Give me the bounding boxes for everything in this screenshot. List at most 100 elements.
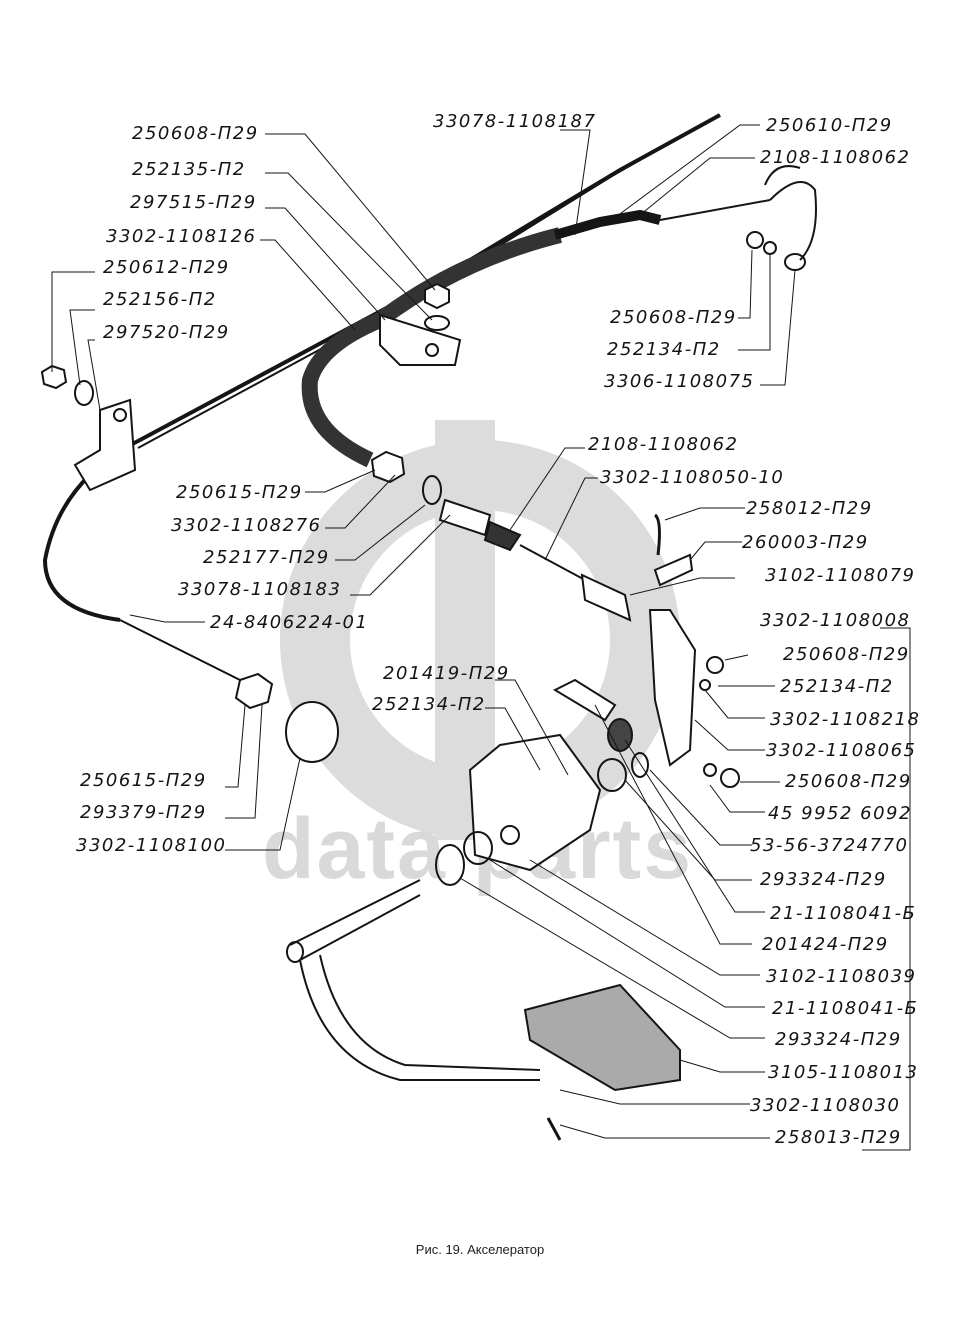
bushing-washer <box>631 752 649 778</box>
part-label: 258012-П29 <box>746 498 873 519</box>
cable-sheath-edge <box>137 119 711 449</box>
leader-l9 <box>604 124 760 226</box>
leader-l30 <box>709 784 765 813</box>
left-nut <box>40 364 68 390</box>
leader-l10 <box>639 157 755 216</box>
figure-caption: Рис. 19. Акселератор <box>415 1242 545 1257</box>
choke-rod <box>119 619 261 691</box>
part-label: 297520-П29 <box>103 322 230 343</box>
throttle-lever <box>764 165 817 261</box>
bracket-nut <box>424 282 450 310</box>
part-label: 293324-П29 <box>760 869 887 890</box>
group-bracket-right <box>862 627 911 1151</box>
clevis <box>580 573 632 622</box>
part-label: 250608-П29 <box>783 644 910 665</box>
choke-nut <box>234 672 274 710</box>
spring <box>607 718 633 752</box>
clevis-pin <box>653 553 694 587</box>
leader-l21 <box>664 507 745 521</box>
part-label: 21-1108041-Б <box>772 998 919 1019</box>
left-bushing-washer <box>435 844 465 886</box>
leader-l45 <box>225 757 301 851</box>
leader-l40 <box>559 1124 770 1139</box>
leader-l17 <box>325 474 396 529</box>
part-label: 252134-П2 <box>607 339 721 360</box>
leader-l41 <box>495 679 569 776</box>
leader-l31 <box>649 769 752 846</box>
leader-l25 <box>724 654 749 661</box>
lever-bushing <box>784 253 806 271</box>
pedal-bracket <box>468 733 602 872</box>
upper-wire <box>659 199 771 221</box>
mid-rod <box>519 544 586 581</box>
leader-l38 <box>679 1059 765 1073</box>
leader-l27 <box>704 689 765 719</box>
leader-l35 <box>529 859 760 976</box>
part-label: 250615-П29 <box>80 770 207 791</box>
plate-nut <box>706 656 724 674</box>
part-label: 201419-П29 <box>383 663 510 684</box>
hose-upper <box>301 227 562 468</box>
pedal-cotter <box>546 1117 562 1141</box>
part-label: 3302-1108218 <box>770 709 921 730</box>
plate-washer <box>699 679 711 691</box>
leader-l12 <box>738 255 771 351</box>
left-bushing <box>463 831 493 865</box>
lever-nut <box>746 231 764 249</box>
part-label: 3302-1108030 <box>750 1095 901 1116</box>
part-label: 2108-1108062 <box>760 147 911 168</box>
leader-l5 <box>51 271 95 372</box>
part-label: 3302-1108100 <box>76 835 227 856</box>
leader-l44 <box>225 704 263 819</box>
bracket-hole-2 <box>500 825 520 845</box>
bracket-hole <box>425 343 439 357</box>
part-label: 3302-1108050-10 <box>600 467 785 488</box>
part-label: 3302-1108065 <box>766 740 917 761</box>
leader-l6 <box>69 309 95 386</box>
leader-l13 <box>760 269 796 386</box>
leader-l1 <box>265 133 436 291</box>
part-label: 53-56-3724770 <box>750 835 909 856</box>
choke-knob <box>285 701 339 763</box>
leader-l33 <box>624 739 765 913</box>
part-label: 293324-П29 <box>775 1029 902 1050</box>
bushing <box>597 758 627 792</box>
part-label: 33078-1108187 <box>433 111 597 132</box>
part-label: 252177-П29 <box>203 547 330 568</box>
leader-l37 <box>459 877 765 1039</box>
cable-bracket <box>379 313 462 366</box>
left-washer <box>74 380 94 406</box>
leader-l2 <box>265 172 433 321</box>
leader-l23 <box>629 577 735 596</box>
part-label: 3105-1108013 <box>768 1062 919 1083</box>
part-label: 24-8406224-01 <box>210 612 369 633</box>
leader-l39 <box>559 1089 750 1105</box>
leader-l42 <box>485 707 541 771</box>
leader-l32 <box>624 779 752 881</box>
part-label: 3306-1108075 <box>604 371 755 392</box>
leader-l34 <box>594 704 752 945</box>
mid-washer <box>422 475 442 505</box>
leader-l15 <box>544 477 598 561</box>
pedal-pad <box>523 983 681 1092</box>
part-label: 3302-1108008 <box>760 610 911 631</box>
part-label: 33078-1108183 <box>178 579 342 600</box>
part-label: 201424-П29 <box>762 934 889 955</box>
left-clamp <box>73 398 137 492</box>
leader-l28 <box>694 719 765 751</box>
bolt <box>552 678 617 722</box>
part-label: 45 9952 6092 <box>768 803 912 824</box>
part-label: 3302-1108126 <box>106 226 257 247</box>
part-label: 252134-П2 <box>372 694 486 715</box>
mid-nut <box>370 450 406 484</box>
leader-l18 <box>335 504 426 561</box>
leader-l16 <box>305 469 376 493</box>
part-label: 258013-П29 <box>775 1127 902 1148</box>
leader-l7 <box>87 339 101 411</box>
part-label: 250608-П29 <box>785 771 912 792</box>
bracket-washer <box>424 315 450 331</box>
leader-l22 <box>689 541 742 561</box>
cable-sheath <box>42 113 721 622</box>
leader-l20 <box>129 614 205 623</box>
